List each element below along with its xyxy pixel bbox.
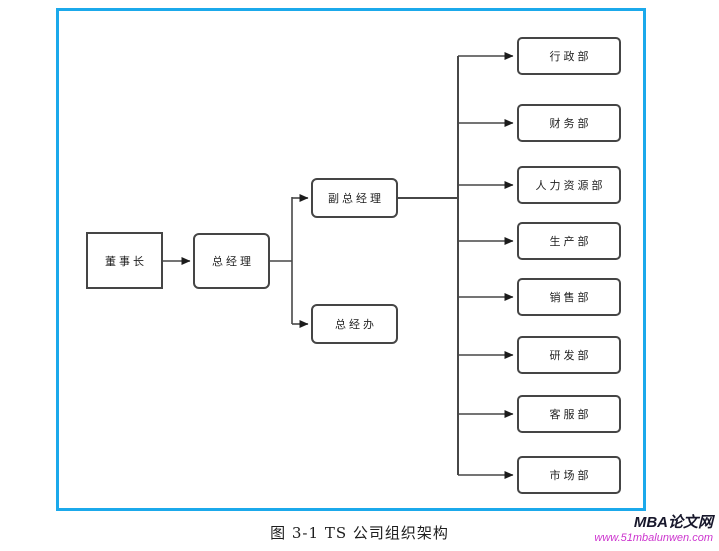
org-node-label: 研发部 [549,349,592,362]
org-node-dept-production: 生产部 [517,222,621,260]
org-node-label: 总经理 [212,255,254,268]
org-node-deputy-general-manager: 副总经理 [311,178,398,218]
org-node-general-manager-office: 总经办 [311,304,398,344]
watermark-site-name: MBA论文网 [633,514,713,531]
org-node-label: 人力资源部 [535,179,606,192]
org-node-dept-hr: 人力资源部 [517,166,621,204]
org-node-dept-marketing: 市场部 [517,456,621,494]
org-node-dept-finance: 财务部 [517,104,621,142]
org-node-label: 董事长 [105,254,147,268]
org-node-label: 财务部 [549,117,592,130]
org-node-label: 市场部 [549,469,592,482]
org-node-label: 销售部 [549,291,592,304]
org-node-dept-customer-service: 客服部 [517,395,621,433]
org-node-dept-rnd: 研发部 [517,336,621,374]
org-node-dept-sales: 销售部 [517,278,621,316]
org-node-label: 总经办 [335,318,377,331]
org-node-general-manager: 总经理 [193,233,270,289]
figure-caption: 图 3-1 TS 公司组织架构 [270,524,449,542]
watermark-site-url: www.51mbalunwen.com [594,531,713,544]
org-node-label: 客服部 [549,408,592,421]
org-node-chairman: 董事长 [86,232,163,289]
org-node-label: 行政部 [549,50,592,63]
org-node-label: 生产部 [549,235,592,248]
watermark: MBA论文网 www.51mbalunwen.com [594,514,713,544]
org-node-label: 副总经理 [328,192,384,205]
org-node-dept-admin: 行政部 [517,37,621,75]
